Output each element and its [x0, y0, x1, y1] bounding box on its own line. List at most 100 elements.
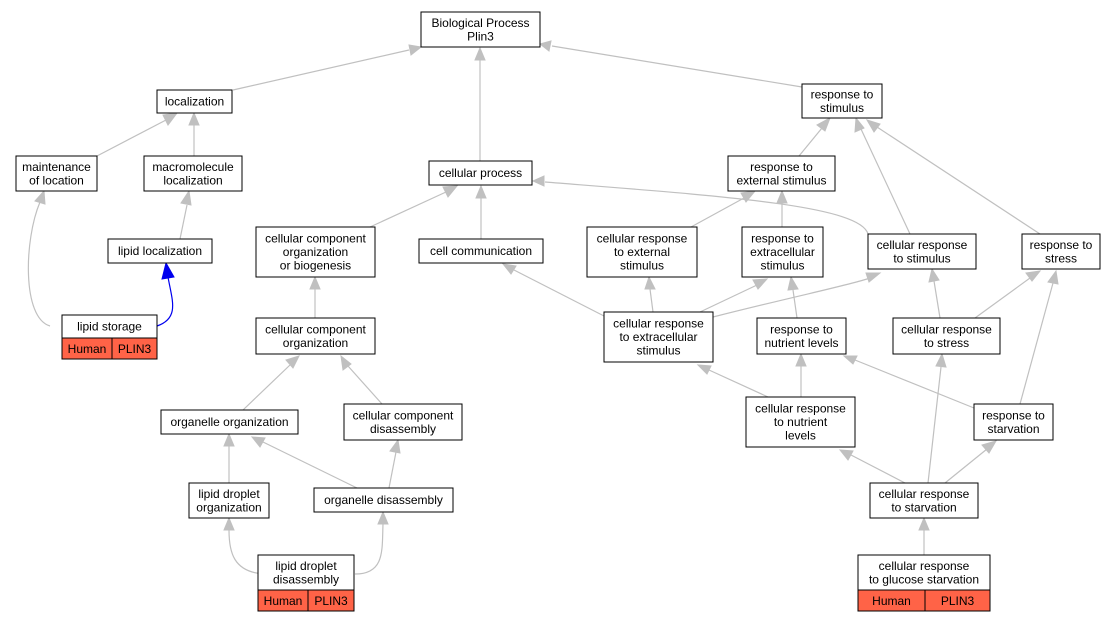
- edge-line: [96, 119, 167, 157]
- arrowhead: [865, 119, 881, 133]
- edge-arrow: [388, 438, 401, 489]
- edge-line: [699, 284, 758, 313]
- edge-line: [179, 204, 188, 240]
- edge-line: [974, 277, 1031, 319]
- edge-arrow: [712, 272, 882, 318]
- node-label-line: stimulus: [636, 344, 680, 358]
- node-label-line: organelle organization: [170, 415, 288, 429]
- node-box: [143, 155, 243, 192]
- edge-arrow: [475, 184, 487, 239]
- go-term-node[interactable]: organelle organization: [160, 409, 299, 435]
- node-label-line: organization: [283, 245, 348, 259]
- arrowhead: [250, 436, 266, 448]
- arrowhead: [223, 516, 235, 531]
- edge-arrow: [927, 352, 947, 484]
- node-label-line: cellular response: [755, 402, 846, 416]
- node-label-line: response to: [982, 408, 1045, 422]
- edge-arrow: [644, 275, 656, 313]
- node-label-line: to external: [614, 245, 670, 259]
- edge-arrow: [309, 275, 321, 318]
- edge-arrow: [696, 364, 769, 398]
- node-label-line: response to: [751, 232, 814, 246]
- arrowhead: [644, 275, 656, 290]
- edge-line: [649, 288, 654, 313]
- edge-line: [242, 364, 291, 411]
- node-box: [801, 83, 883, 119]
- node-label-line: lipid storage: [77, 320, 142, 334]
- node-box: [857, 554, 991, 591]
- edge-line: [712, 277, 871, 318]
- edge-line: [347, 365, 383, 405]
- arrowhead: [776, 189, 788, 204]
- go-term-node[interactable]: lipid localization: [107, 238, 213, 264]
- node-label-line: organelle disassembly: [324, 493, 443, 507]
- node-label-line: stimulus: [620, 259, 664, 273]
- node-box: [756, 317, 847, 355]
- node-label-line: cell communication: [430, 244, 532, 258]
- arrowhead: [442, 185, 459, 198]
- species-label: Human: [264, 594, 303, 608]
- edge-arrow: [928, 267, 941, 319]
- node-label-line: localization: [165, 95, 224, 109]
- arrowhead: [377, 510, 389, 525]
- node-label-line: response to: [811, 87, 874, 101]
- node-label-line: organization: [283, 336, 348, 350]
- go-term-node[interactable]: cell communication: [418, 238, 544, 264]
- node-label-line: maintenance: [22, 160, 91, 174]
- edge-arrow: [242, 355, 300, 411]
- node-label-line: response to: [750, 160, 813, 174]
- node-box: [313, 487, 454, 513]
- edge-arrow: [865, 119, 1041, 235]
- node-box: [428, 160, 533, 186]
- go-term-node[interactable]: organelle disassembly: [313, 487, 454, 513]
- node-box: [869, 482, 979, 519]
- node-box: [727, 155, 836, 192]
- edge-arrow: [795, 352, 807, 397]
- node-label-line: cellular response: [597, 232, 688, 246]
- node-box: [586, 226, 698, 278]
- edge-arrow: [188, 111, 200, 156]
- edge-line: [690, 197, 745, 228]
- arrowhead: [696, 364, 712, 375]
- edge-line: [551, 45, 803, 88]
- arrowhead: [935, 352, 947, 368]
- go-term-node[interactable]: cellular process: [428, 160, 533, 186]
- node-box: [420, 11, 541, 48]
- edge-line: [354, 523, 384, 575]
- node-label-line: starvation: [987, 422, 1039, 436]
- edge-line: [792, 289, 798, 319]
- edge-line: [369, 191, 447, 228]
- gene-label: PLIN3: [941, 594, 975, 608]
- node-label-line: to nutrient: [774, 415, 828, 429]
- go-term-node[interactable]: localization: [156, 89, 233, 114]
- node-label-line: macromolecule: [152, 160, 234, 174]
- edge-arrow: [776, 189, 788, 227]
- node-label-line: cellular response: [879, 487, 970, 501]
- node-label-line: external stimulus: [736, 173, 826, 187]
- node-label-line: lipid droplet: [275, 559, 337, 573]
